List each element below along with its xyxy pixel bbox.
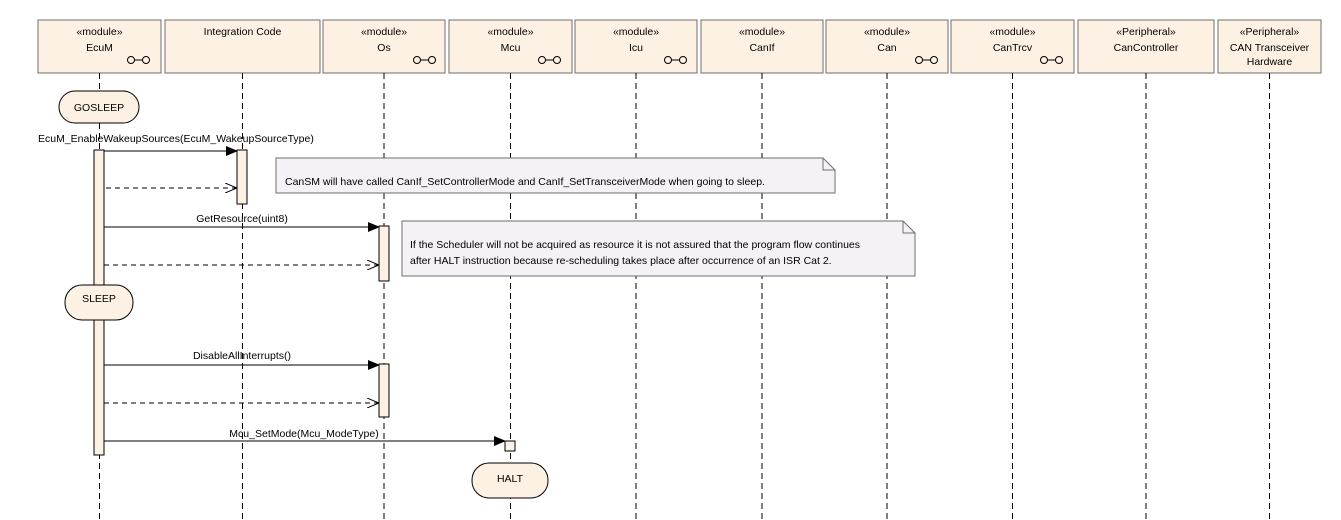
component-icon [664,56,687,64]
activation-mcu [504,440,516,452]
message-mcu-set-mode: Mcu_SetMode(Mcu_ModeType) [104,428,506,446]
lifeline-stereotype: «module» [864,26,910,38]
note-text-line-1: If the Scheduler will not be acquired as… [410,239,860,251]
lifeline-name: Integration Code [204,26,282,38]
note-cansm: CanSM will have called CanIf_SetControll… [275,157,836,194]
message-label: EcuM_EnableWakeupSources(EcuM_WakeupSour… [38,133,314,145]
message-label: GetResource(uint8) [196,213,288,225]
state-sleep: SLEEP [64,284,134,321]
lifeline-name: EcuM [86,42,113,54]
note-text: CanSM will have called CanIf_SetControll… [285,176,765,188]
component-icon [538,56,561,64]
lifeline-stereotype: «module» [76,26,122,38]
state-halt: HALT [471,462,549,499]
lifeline-name: Mcu [501,42,521,54]
lifeline-stereotype: «Peripheral» [1240,26,1300,38]
lifeline-name: CanTrcv [993,42,1033,54]
state-gosleep: GOSLEEP [58,90,140,124]
lifeline-canif: «module» CanIf [700,19,824,520]
lifeline-mcu: «module» Mcu [448,19,573,520]
message-label: DisableAllInterrupts() [193,350,291,362]
component-icon [413,56,436,64]
state-label: HALT [497,473,524,485]
lifeline-can-transceiver-hardware: «Peripheral» CAN Transceiver Hardware [1217,19,1322,520]
lifeline-stereotype: «module» [613,26,659,38]
lifeline-name: Icu [629,42,643,54]
lifeline-stereotype: «module» [739,26,785,38]
component-icon [1040,56,1063,64]
message-get-resource: GetResource(uint8) [104,213,380,232]
component-icon [127,56,150,64]
lifeline-name: CanController [1114,42,1179,54]
message-label: Mcu_SetMode(Mcu_ModeType) [229,428,378,440]
lifeline-name: CanIf [749,42,774,54]
lifeline-integration-code: Integration Code [164,19,321,520]
lifeline-os: «module» Os [322,19,446,520]
activation-os-1 [378,225,390,282]
lifeline-stereotype: «module» [487,26,533,38]
lifeline-icu: «module» Icu [574,19,698,520]
activation-os-2 [378,363,390,418]
lifeline-name: Os [377,42,390,54]
state-label: SLEEP [82,293,116,305]
lifeline-ecum: «module» EcuM [37,19,162,520]
lifeline-stereotype: «module» [361,26,407,38]
activation-integration-code [236,149,248,205]
lifeline-name: Can [877,42,896,54]
lifeline-name: CAN Transceiver [1230,42,1310,54]
lifeline-cantrcv: «module» CanTrcv [950,19,1075,520]
lifeline-stereotype: «Peripheral» [1116,26,1176,38]
note-text-line-2: after HALT instruction because re-schedu… [410,255,832,267]
message-disable-all-interrupts: DisableAllInterrupts() [104,350,380,370]
component-icon [915,56,938,64]
lifeline-stereotype: «module» [989,26,1035,38]
note-scheduler: If the Scheduler will not be acquired as… [401,220,916,277]
lifeline-name-line2: Hardware [1247,56,1293,68]
message-enable-wakeup-sources: EcuM_EnableWakeupSources(EcuM_WakeupSour… [38,133,314,156]
lifeline-can: «module» Can [825,19,949,520]
state-label: GOSLEEP [74,102,124,114]
lifeline-cancontroller: «Peripheral» CanController [1077,19,1215,520]
